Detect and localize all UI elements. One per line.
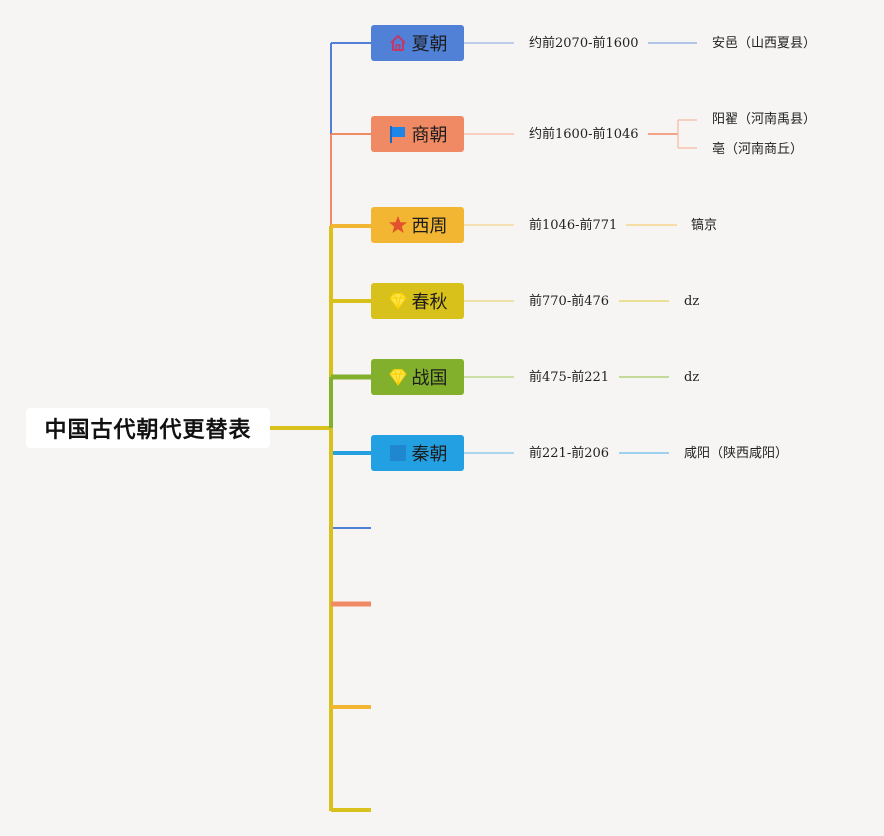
house-icon xyxy=(388,33,408,53)
shang-capital-fork xyxy=(677,119,697,149)
capital-qin[interactable]: 咸阳（陕西咸阳） xyxy=(684,446,789,461)
period-xia[interactable]: 约前2070-前1600 xyxy=(529,36,639,51)
capital-xia[interactable]: 安邑（山西夏县） xyxy=(712,36,817,51)
period-qin[interactable]: 前221-前206 xyxy=(529,446,610,461)
dynasty-label: 秦朝 xyxy=(411,444,448,465)
capital-chunqiu[interactable]: dz xyxy=(684,294,700,309)
dynasty-label: 战国 xyxy=(411,368,448,389)
dynasty-label: 春秋 xyxy=(411,292,448,313)
period-shang[interactable]: 约前1600-前1046 xyxy=(529,127,639,142)
dynasty-node-shang[interactable]: 商朝 xyxy=(371,116,464,152)
diamond-icon xyxy=(388,367,408,387)
dynasty-node-qin[interactable]: 秦朝 xyxy=(371,435,464,471)
dynasty-node-xia[interactable]: 夏朝 xyxy=(371,25,464,61)
period-chunqiu[interactable]: 前770-前476 xyxy=(529,294,610,309)
period-zhanguo[interactable]: 前475-前221 xyxy=(529,370,610,385)
dynasty-label: 商朝 xyxy=(411,125,448,146)
period-xizhou[interactable]: 前1046-前771 xyxy=(529,218,618,233)
capital-shang-1[interactable]: 阳翟（河南禹县） xyxy=(712,112,817,127)
dynasty-label: 夏朝 xyxy=(411,34,448,55)
dynasty-node-zhanguo[interactable]: 战国 xyxy=(371,359,464,395)
dynasty-label: 西周 xyxy=(411,216,448,237)
dynasty-node-xizhou[interactable]: 西周 xyxy=(371,207,464,243)
capital-shang-2[interactable]: 亳（河南商丘） xyxy=(712,142,804,157)
root-node[interactable]: 中国古代朝代更替表 xyxy=(26,408,270,448)
flag-icon xyxy=(388,124,408,144)
dynasty-node-chunqiu[interactable]: 春秋 xyxy=(371,283,464,319)
root-title: 中国古代朝代更替表 xyxy=(44,418,252,443)
square-icon xyxy=(388,443,408,463)
star-icon xyxy=(388,215,408,235)
diamond-icon xyxy=(388,291,408,311)
capital-zhanguo[interactable]: dz xyxy=(684,370,700,385)
capital-xizhou[interactable]: 镐京 xyxy=(691,218,718,233)
